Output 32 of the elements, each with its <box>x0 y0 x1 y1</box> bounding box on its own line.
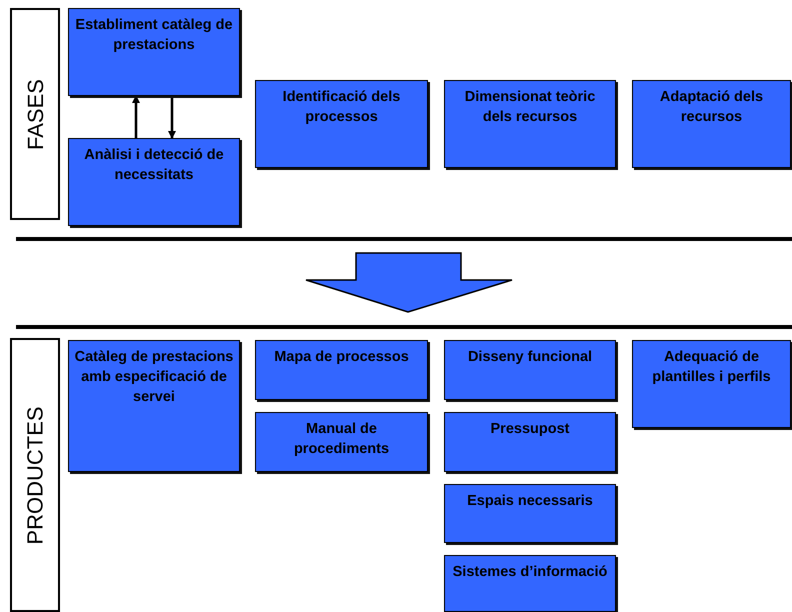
process-box <box>444 340 616 400</box>
process-box <box>255 340 428 400</box>
box-label: Adequació de plantilles i perfils <box>651 348 772 387</box>
box-label: Adaptació dels recursos <box>658 88 764 127</box>
box-label: Establiment catàleg de prestacions <box>74 16 234 55</box>
box-label: Pressupost <box>490 420 570 439</box>
section-label: PRODUCTES <box>22 406 48 544</box>
box-label: Mapa de processos <box>274 348 409 367</box>
process-box <box>68 138 240 226</box>
process-box <box>632 340 791 428</box>
box-label: Espais necessaris <box>467 492 593 511</box>
box-label: Disseny funcional <box>468 348 592 367</box>
process-box <box>255 80 428 168</box>
phase-label-box <box>10 338 60 612</box>
box-label: Catàleg de prestacions amb especificació de servei <box>74 348 234 407</box>
arrow <box>132 95 140 138</box>
process-box <box>68 8 240 96</box>
phase-label-box <box>10 8 60 220</box>
arrow <box>168 96 176 139</box>
box-label: Identificació dels processos <box>282 88 402 127</box>
process-box <box>68 340 240 472</box>
box-label: Anàlisi i detecció de necessitats <box>83 146 225 185</box>
box-label: Manual de procediments <box>292 420 390 459</box>
box-label: Sistemes d’informació <box>452 563 608 582</box>
box-label: Dimensionat teòric dels recursos <box>464 88 596 127</box>
process-box <box>255 412 428 472</box>
process-box <box>632 80 791 168</box>
section-label: FASES <box>22 78 48 150</box>
process-box <box>444 80 616 168</box>
process-box <box>444 412 616 472</box>
process-box <box>444 555 616 612</box>
process-box <box>444 484 616 543</box>
